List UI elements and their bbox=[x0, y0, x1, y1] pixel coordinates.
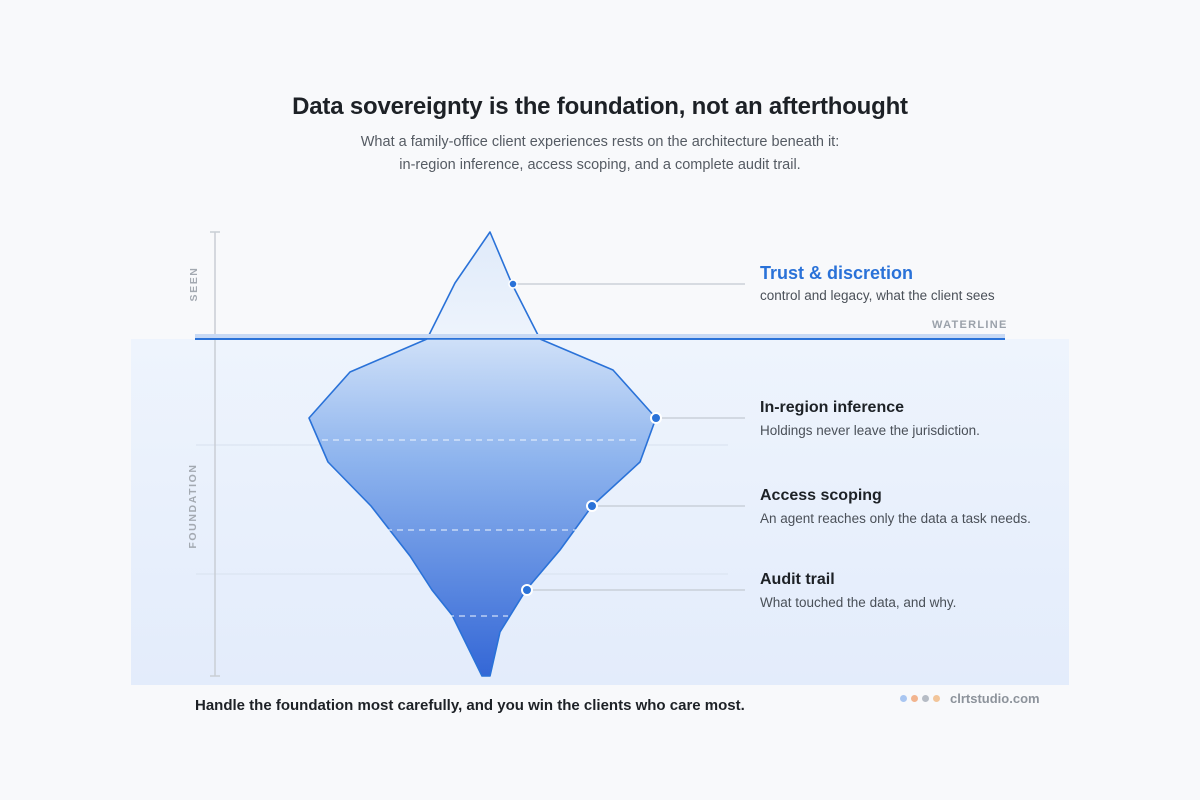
seen-label: SEEN bbox=[188, 266, 200, 302]
layer-desc: Holdings never leave the jurisdiction. bbox=[760, 423, 980, 438]
layer-title: Audit trail bbox=[760, 571, 835, 588]
brand-name: clrtstudio.com bbox=[950, 691, 1040, 706]
brand-mark: clrtstudio.com bbox=[900, 691, 1040, 706]
layer-desc: What touched the data, and why. bbox=[760, 595, 957, 610]
subtitle-line-2: in-region inference, access scoping, and… bbox=[399, 157, 801, 173]
foundation-label: FOUNDATION bbox=[187, 463, 199, 549]
iceberg-tip bbox=[426, 231, 541, 340]
waterline-label: WATERLINE bbox=[932, 319, 1008, 331]
brand-dot bbox=[911, 695, 918, 702]
anchor-dot-trust bbox=[508, 279, 518, 289]
anchor-dot-inference bbox=[650, 412, 662, 424]
page-title: Data sovereignty is the foundation, not … bbox=[292, 93, 908, 120]
layer-title: In-region inference bbox=[760, 399, 905, 416]
page-subtitle: What a family-office client experiences … bbox=[0, 131, 1200, 177]
layer-title: Access scoping bbox=[760, 487, 882, 504]
brand-dot bbox=[900, 695, 907, 702]
subtitle-line-1: What a family-office client experiences … bbox=[360, 134, 840, 150]
layer-audit: Audit trail What touched the data, and w… bbox=[760, 571, 956, 610]
layer-scoping: Access scoping An agent reaches only the… bbox=[760, 487, 1031, 526]
layer-title: Trust & discretion bbox=[760, 263, 914, 283]
layer-desc: An agent reaches only the data a task ne… bbox=[760, 511, 1031, 526]
brand-dot bbox=[922, 695, 929, 702]
layer-desc: control and legacy, what the client sees bbox=[760, 288, 995, 303]
layer-inference: In-region inference Holdings never leave… bbox=[760, 399, 980, 438]
anchor-dot-scoping bbox=[586, 500, 598, 512]
layer-trust: Trust & discretion control and legacy, w… bbox=[760, 263, 995, 303]
anchor-dot-audit bbox=[521, 584, 533, 596]
footer-tagline: Handle the foundation most carefully, an… bbox=[195, 697, 745, 714]
brand-dot bbox=[933, 695, 940, 702]
